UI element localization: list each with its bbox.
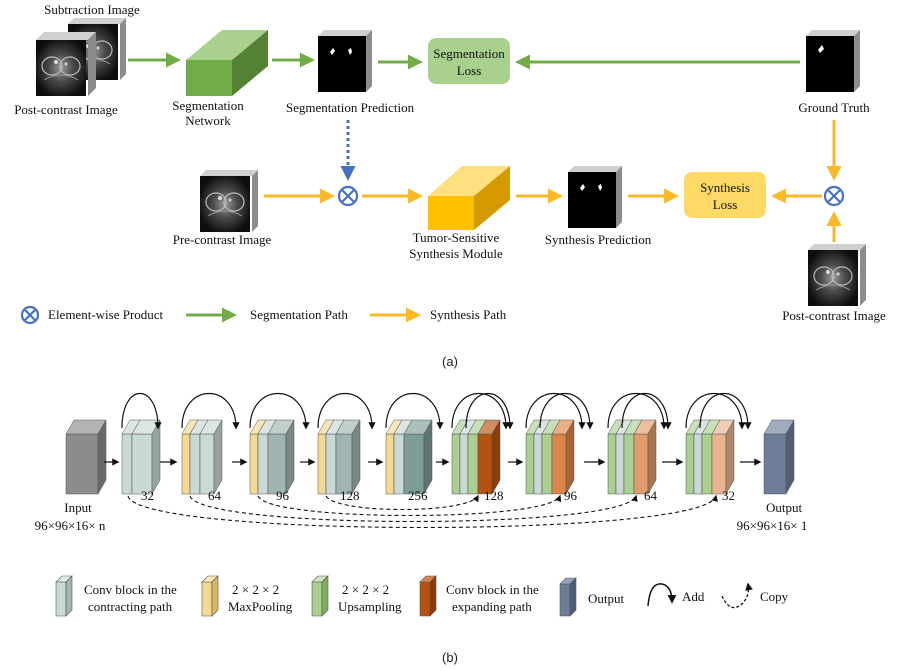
input-label: Input bbox=[64, 500, 92, 515]
legend-a: Element-wise Product Segmentation Path S… bbox=[20, 305, 507, 325]
element-wise-product-icon bbox=[20, 305, 40, 325]
segmentation-prediction-label: Segmentation Prediction bbox=[286, 100, 415, 115]
synthesis-module-box bbox=[428, 166, 510, 230]
legend-maxpool-swatch bbox=[201, 575, 219, 617]
input-block bbox=[65, 419, 107, 495]
channel-count-label: 256 bbox=[408, 488, 428, 503]
output-label: Output bbox=[766, 500, 803, 515]
add-skip-arc bbox=[317, 393, 376, 430]
add-skip-arc bbox=[385, 393, 444, 430]
legend-b: Conv block in the contracting path 2 × 2… bbox=[55, 575, 789, 617]
legend-conv-expanding-label-1: Conv block in the bbox=[446, 582, 539, 597]
conv-expanding-block bbox=[711, 419, 735, 495]
copy-skip-connection bbox=[257, 494, 562, 516]
legend-upsampling-label-2: Upsampling bbox=[338, 599, 402, 614]
pre-contrast-image-tile bbox=[199, 170, 258, 233]
legend-upsampling-swatch bbox=[311, 575, 329, 617]
copy-skip-connection bbox=[325, 494, 479, 511]
channel-count-label: 96 bbox=[564, 488, 578, 503]
legend-conv-contracting-label-1: Conv block in the bbox=[84, 582, 177, 597]
conv-expanding-block bbox=[551, 419, 575, 495]
conv-contracting-block bbox=[403, 419, 433, 495]
channel-count-label: 32 bbox=[722, 488, 735, 503]
copy-arrow-icon bbox=[721, 582, 753, 609]
segmentation-loss-label-1: Segmentation bbox=[433, 46, 505, 61]
add-skip-arc bbox=[539, 392, 594, 430]
legend-maxpool-label-2: MaxPooling bbox=[228, 599, 293, 614]
legend-copy-label: Copy bbox=[760, 589, 789, 604]
conv-expanding-block bbox=[477, 419, 501, 495]
synthesis-prediction-label: Synthesis Prediction bbox=[545, 232, 652, 247]
add-skip-arc bbox=[465, 392, 514, 430]
add-skip-arc bbox=[607, 393, 668, 430]
legend-conv-expanding-label-2: expanding path bbox=[452, 599, 532, 614]
add-skip-arc bbox=[181, 393, 240, 430]
segmentation-network-box bbox=[186, 30, 268, 96]
segmentation-loss-label-2: Loss bbox=[457, 63, 482, 78]
synthesis-module-label-1: Tumor-Sensitive bbox=[413, 230, 500, 245]
copy-skip-connection bbox=[189, 494, 638, 523]
legend-product-label: Element-wise Product bbox=[48, 307, 164, 322]
conv-contracting-block bbox=[131, 419, 161, 495]
legend-maxpool-label-1: 2 × 2 × 2 bbox=[232, 582, 279, 597]
legend-output-swatch bbox=[559, 577, 577, 617]
post-contrast-image-label: Post-contrast Image bbox=[14, 102, 118, 117]
add-arrow-icon bbox=[647, 583, 677, 607]
synthesis-prediction-tile bbox=[568, 166, 622, 228]
caption-a: (a) bbox=[442, 354, 458, 369]
pre-contrast-image-label: Pre-contrast Image bbox=[173, 232, 272, 247]
add-skip-arc bbox=[249, 393, 310, 430]
add-skip-arc bbox=[121, 392, 162, 430]
output-dims-label: 96×96×16× 1 bbox=[737, 518, 808, 533]
add-skip-arc bbox=[685, 393, 746, 430]
legend-seg-path-label: Segmentation Path bbox=[250, 307, 348, 322]
channel-count-label: 96 bbox=[276, 488, 290, 503]
synthesis-loss-label-1: Synthesis bbox=[700, 180, 750, 195]
add-skip-arc bbox=[525, 393, 586, 430]
legend-conv-contracting-label-2: contracting path bbox=[88, 599, 173, 614]
segmentation-loss-box bbox=[428, 38, 510, 84]
add-skip-arc bbox=[699, 392, 752, 430]
channel-count-label: 64 bbox=[644, 488, 658, 503]
add-skip-arc bbox=[621, 392, 672, 430]
legend-conv-contracting-swatch bbox=[55, 575, 73, 617]
segmentation-network-label-2: Network bbox=[185, 113, 231, 128]
channel-count-label: 32 bbox=[141, 488, 154, 503]
panel-a: Subtraction Image Post-contrast Image Se… bbox=[14, 2, 886, 369]
post-contrast-image-right-label: Post-contrast Image bbox=[782, 308, 886, 323]
conv-contracting-block bbox=[267, 419, 295, 495]
legend-upsampling-label-1: 2 × 2 × 2 bbox=[342, 582, 389, 597]
ground-truth-label: Ground Truth bbox=[798, 100, 870, 115]
output-block bbox=[763, 419, 795, 495]
conv-contracting-block bbox=[335, 419, 361, 495]
legend-conv-expanding-swatch bbox=[419, 575, 437, 617]
legend-add-label: Add bbox=[682, 589, 705, 604]
conv-expanding-block bbox=[633, 419, 657, 495]
synthesis-loss-label-2: Loss bbox=[713, 197, 738, 212]
conv-contracting-block bbox=[199, 419, 223, 495]
subtraction-image-label: Subtraction Image bbox=[44, 2, 140, 17]
channel-count-label: 128 bbox=[340, 488, 360, 503]
synthesis-loss-box bbox=[684, 172, 766, 218]
add-skip-arc bbox=[451, 393, 510, 430]
element-wise-product-icon bbox=[337, 185, 359, 207]
channel-count-label: 64 bbox=[208, 488, 222, 503]
ground-truth-tile bbox=[806, 30, 860, 92]
legend-syn-path-label: Synthesis Path bbox=[430, 307, 507, 322]
unet-diagram: 32 64 96 128 256 128 96 64 32 bbox=[65, 392, 795, 529]
element-wise-product-icon bbox=[823, 185, 845, 207]
channel-count-label: 128 bbox=[484, 488, 504, 503]
input-dims-label: 96×96×16× n bbox=[35, 518, 106, 533]
post-contrast-image-right-tile bbox=[807, 244, 866, 307]
post-contrast-image-tile bbox=[35, 32, 96, 97]
segmentation-network-label-1: Segmentation bbox=[172, 98, 244, 113]
segmentation-prediction-tile bbox=[318, 30, 372, 92]
caption-b: (b) bbox=[442, 650, 458, 665]
legend-output-label: Output bbox=[588, 591, 625, 606]
synthesis-module-label-2: Synthesis Module bbox=[409, 246, 503, 261]
subtraction-image-tile bbox=[67, 18, 126, 81]
